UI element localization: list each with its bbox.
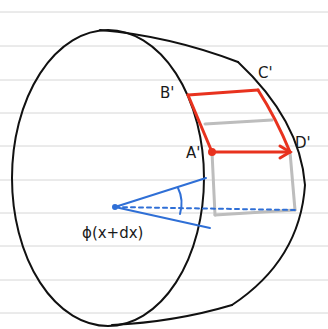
point-label: A' <box>186 146 200 161</box>
point-label: ϕ(x+dx) <box>82 226 143 241</box>
point-label: B' <box>160 86 174 101</box>
point-label: C' <box>258 66 273 81</box>
point-label: D' <box>295 136 311 151</box>
